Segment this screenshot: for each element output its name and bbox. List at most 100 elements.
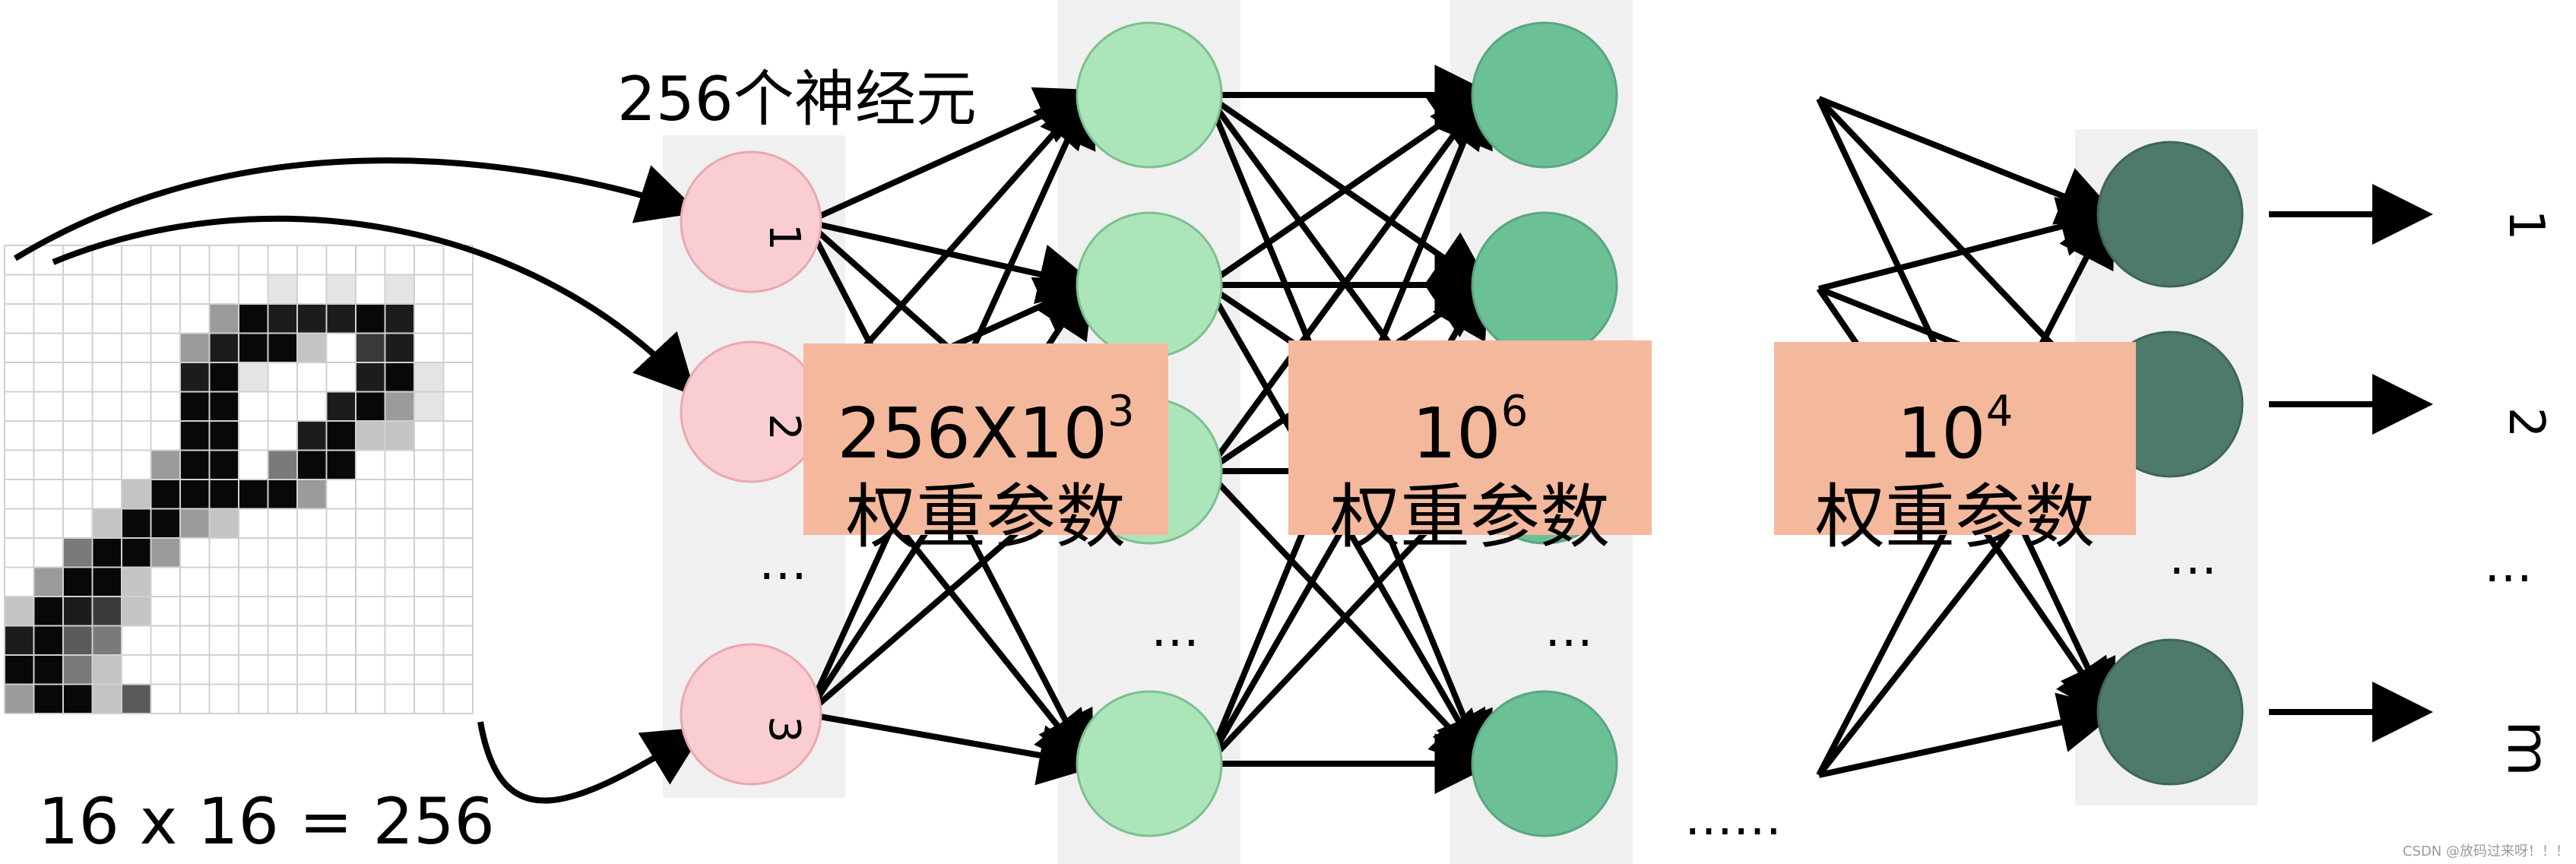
digit-pixel — [239, 479, 268, 509]
output-neuron — [2096, 141, 2244, 288]
digit-pixel — [297, 450, 327, 479]
connection-previous-output — [1817, 96, 2121, 225]
digit-pixel — [414, 362, 444, 392]
connection-previous-output — [1818, 197, 2121, 292]
output-labels-ellipsis: … — [2484, 537, 2533, 593]
digit-pixel — [63, 567, 93, 597]
hidden-layer-2-neuron — [1471, 690, 1618, 837]
digit-pixel — [33, 655, 63, 685]
digit-pixel — [268, 333, 297, 362]
digit-pixel — [209, 333, 239, 362]
digit-pixel — [356, 362, 385, 392]
weight-box-1-exponent: 3 — [1107, 387, 1135, 436]
digit-pixel — [356, 304, 385, 334]
digit-pixel — [63, 538, 93, 568]
input-neuron-label: 3 — [759, 716, 809, 743]
digit-pixel — [209, 391, 239, 421]
weight-box-1-count: 256X103 — [837, 387, 1134, 474]
input-neuron — [680, 340, 822, 483]
digit-pixel — [268, 479, 297, 509]
digit-pixel — [239, 304, 268, 334]
digit-pixel — [92, 567, 122, 597]
digit-pixel — [180, 391, 210, 421]
digit-pixel — [356, 333, 385, 362]
digit-pixel — [239, 333, 268, 362]
digit-pixel — [209, 421, 239, 451]
hidden-layers-long-ellipsis: …… — [1684, 790, 1782, 847]
digit-pixel — [33, 567, 63, 597]
digit-pixel — [356, 421, 385, 451]
weight-box-3: 104 权重参数 — [1774, 342, 2136, 558]
digit-pixel — [326, 450, 356, 479]
digit-pixel — [326, 421, 356, 451]
neurons-count-label: 256个神经元 — [617, 64, 977, 135]
weight-box-2-base: 10 — [1412, 393, 1501, 474]
digit-pixel — [385, 333, 414, 362]
digit-pixel — [122, 567, 151, 597]
digit-pixel — [92, 538, 122, 568]
digit-pixel — [180, 333, 210, 362]
input-neuron — [680, 150, 822, 293]
digit-pixel — [122, 684, 151, 714]
digit-pixel — [92, 508, 122, 538]
digit-pixel — [92, 597, 122, 626]
weight-box-2-caption: 权重参数 — [1330, 476, 1610, 558]
input-layer-ellipsis: … — [759, 535, 807, 591]
digit-pixel — [268, 274, 297, 304]
digit-pixel — [297, 421, 327, 451]
input-neuron — [680, 643, 822, 786]
digit-pixel — [209, 304, 239, 334]
digit-pixel — [63, 597, 93, 626]
output-label-2: 2 — [2498, 407, 2554, 438]
weight-box-1: 256X103 权重参数 — [803, 343, 1168, 558]
weight-box-3-caption: 权重参数 — [1815, 476, 2095, 558]
csdn-watermark: CSDN @放码过来呀！！！ — [2403, 843, 2569, 859]
digit-pixel — [209, 479, 239, 509]
digit-pixel — [297, 333, 327, 362]
input-arrows — [13, 157, 706, 804]
weight-box-2-bg — [1288, 340, 1652, 535]
digit-pixel — [326, 304, 356, 334]
output-label-m: m — [2495, 720, 2562, 777]
digit-pixel — [151, 538, 180, 568]
digit-pixel — [151, 450, 180, 479]
digit-pixel — [33, 597, 63, 626]
weight-box-2-exponent: 6 — [1501, 387, 1529, 436]
digit-pixel — [209, 362, 239, 392]
digit-pixel — [151, 479, 180, 509]
digit-pixel — [297, 479, 327, 509]
digit-pixel — [326, 391, 356, 421]
weight-box-3-exponent: 4 — [1986, 387, 2014, 436]
digit-pixel — [297, 304, 327, 334]
digit-pixel — [180, 421, 210, 451]
output-arrows — [2269, 184, 2433, 742]
digit-pixel — [180, 508, 210, 538]
output-layer-ellipsis: … — [2169, 530, 2217, 586]
input-size-label: 16 x 16 = 256 — [38, 784, 495, 859]
weight-box-3-bg — [1774, 342, 2136, 535]
hidden-layer-2-neuron — [1471, 211, 1618, 359]
digit-pixel — [5, 684, 34, 714]
input-arrow-1 — [13, 157, 700, 261]
output-neuron — [2096, 638, 2244, 786]
weight-box-1-base: 256X10 — [837, 393, 1107, 474]
weight-box-3-base: 10 — [1897, 393, 1986, 474]
digit-pixel — [180, 362, 210, 392]
weight-box-2-count: 106 — [1412, 387, 1529, 474]
connection-hidden1-hidden2 — [1204, 85, 1491, 473]
digit-pixel — [122, 538, 151, 568]
digit-pixel — [5, 597, 34, 626]
digit-pixel — [414, 391, 444, 421]
digit-pixel — [209, 450, 239, 479]
digit-pixel — [63, 684, 93, 714]
connection-input-hidden1 — [806, 711, 1101, 786]
digit-pixel — [385, 421, 414, 451]
weight-box-2: 106 权重参数 — [1288, 340, 1652, 558]
input-arrow-2 — [52, 215, 696, 397]
digit-pixel — [180, 479, 210, 509]
hidden-layer-1-ellipsis: … — [1151, 602, 1199, 658]
weight-box-3-count: 104 — [1897, 387, 2014, 474]
weight-box-1-caption: 权重参数 — [846, 476, 1126, 558]
digit-pixel — [268, 304, 297, 334]
